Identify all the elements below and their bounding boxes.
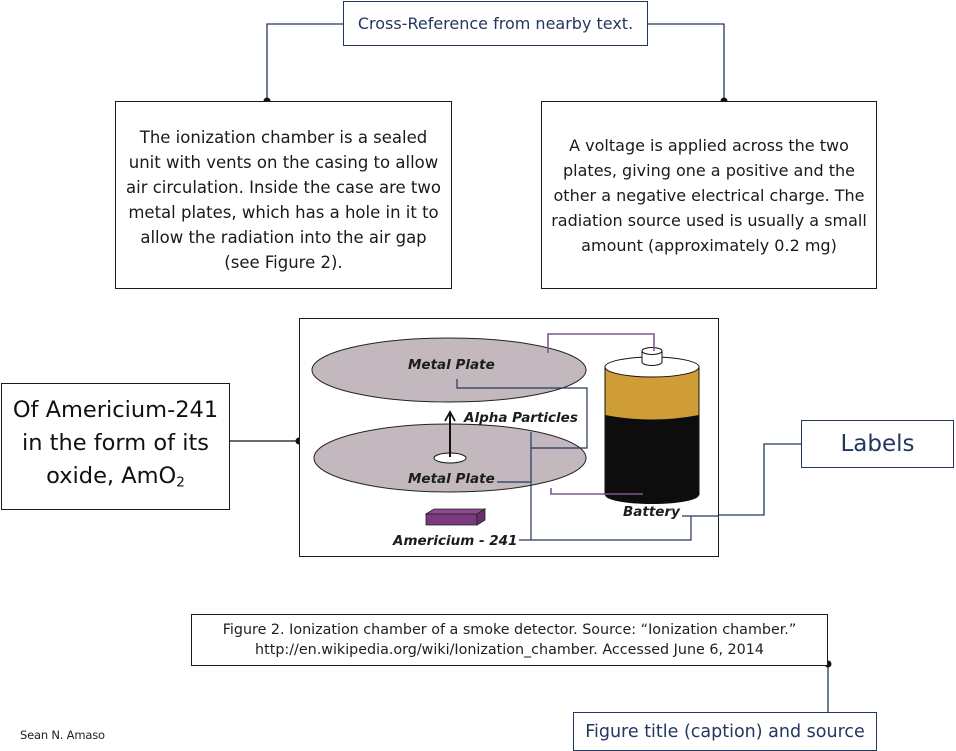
voltage-text: A voltage is applied across the two plat… bbox=[551, 135, 867, 255]
diagram-art bbox=[311, 332, 719, 541]
cross-reference-annotation: Cross-Reference from nearby text. bbox=[343, 1, 648, 46]
bottom-plate-label: Metal Plate bbox=[408, 471, 495, 487]
caption-annotation-text: Figure title (caption) and source bbox=[585, 721, 865, 742]
americium-source-block bbox=[424, 507, 486, 526]
caption-annotation: Figure title (caption) and source bbox=[573, 712, 877, 751]
americium-note-box: Of Americium-241 in the form of its oxid… bbox=[1, 383, 230, 510]
ionization-chamber-text-box: The ionization chamber is a sealed unit … bbox=[115, 101, 452, 289]
americium-note-line2: in the form of its bbox=[22, 429, 209, 456]
cross-reference-label: Cross-Reference from nearby text. bbox=[357, 14, 634, 33]
ionization-chamber-diagram: Metal Plate Alpha Particles Metal Plate … bbox=[299, 318, 719, 557]
caption-line2: http://en.wikipedia.org/wiki/Ionization_… bbox=[255, 642, 764, 658]
ionization-chamber-text: The ionization chamber is a sealed unit … bbox=[126, 128, 441, 272]
battery-wire-top bbox=[546, 332, 655, 353]
battery-art bbox=[604, 346, 699, 504]
author-credit: Sean N. Amaso bbox=[20, 728, 105, 742]
battery-label: Battery bbox=[623, 504, 680, 520]
alpha-arrow-head bbox=[443, 409, 456, 421]
labels-annotation-text: Labels bbox=[840, 431, 915, 457]
top-plate-leader bbox=[455, 378, 588, 449]
source-leader bbox=[518, 515, 692, 541]
battery-wire-bottom bbox=[549, 487, 643, 495]
americium-note-line1: Of Americium-241 bbox=[12, 396, 219, 423]
labels-annotation: Labels bbox=[801, 420, 954, 468]
americium-note-line3: oxide, AmO2 bbox=[13, 460, 218, 499]
xref-connector-right bbox=[648, 23, 725, 101]
americium-note-line3-text: oxide, AmO bbox=[46, 462, 177, 489]
alpha-particles-label: Alpha Particles bbox=[464, 410, 578, 426]
xref-connector-left bbox=[266, 23, 343, 101]
top-plate-label: Metal Plate bbox=[408, 357, 495, 373]
caption-line1: Figure 2. Ionization chamber of a smoke … bbox=[222, 622, 797, 638]
voltage-text-box: A voltage is applied across the two plat… bbox=[541, 101, 877, 289]
top-metal-plate bbox=[311, 337, 586, 402]
oxide-subscript: 2 bbox=[176, 474, 185, 491]
americium-source-label: Americium - 241 bbox=[393, 533, 518, 549]
figure-caption-box: Figure 2. Ionization chamber of a smoke … bbox=[191, 614, 828, 666]
